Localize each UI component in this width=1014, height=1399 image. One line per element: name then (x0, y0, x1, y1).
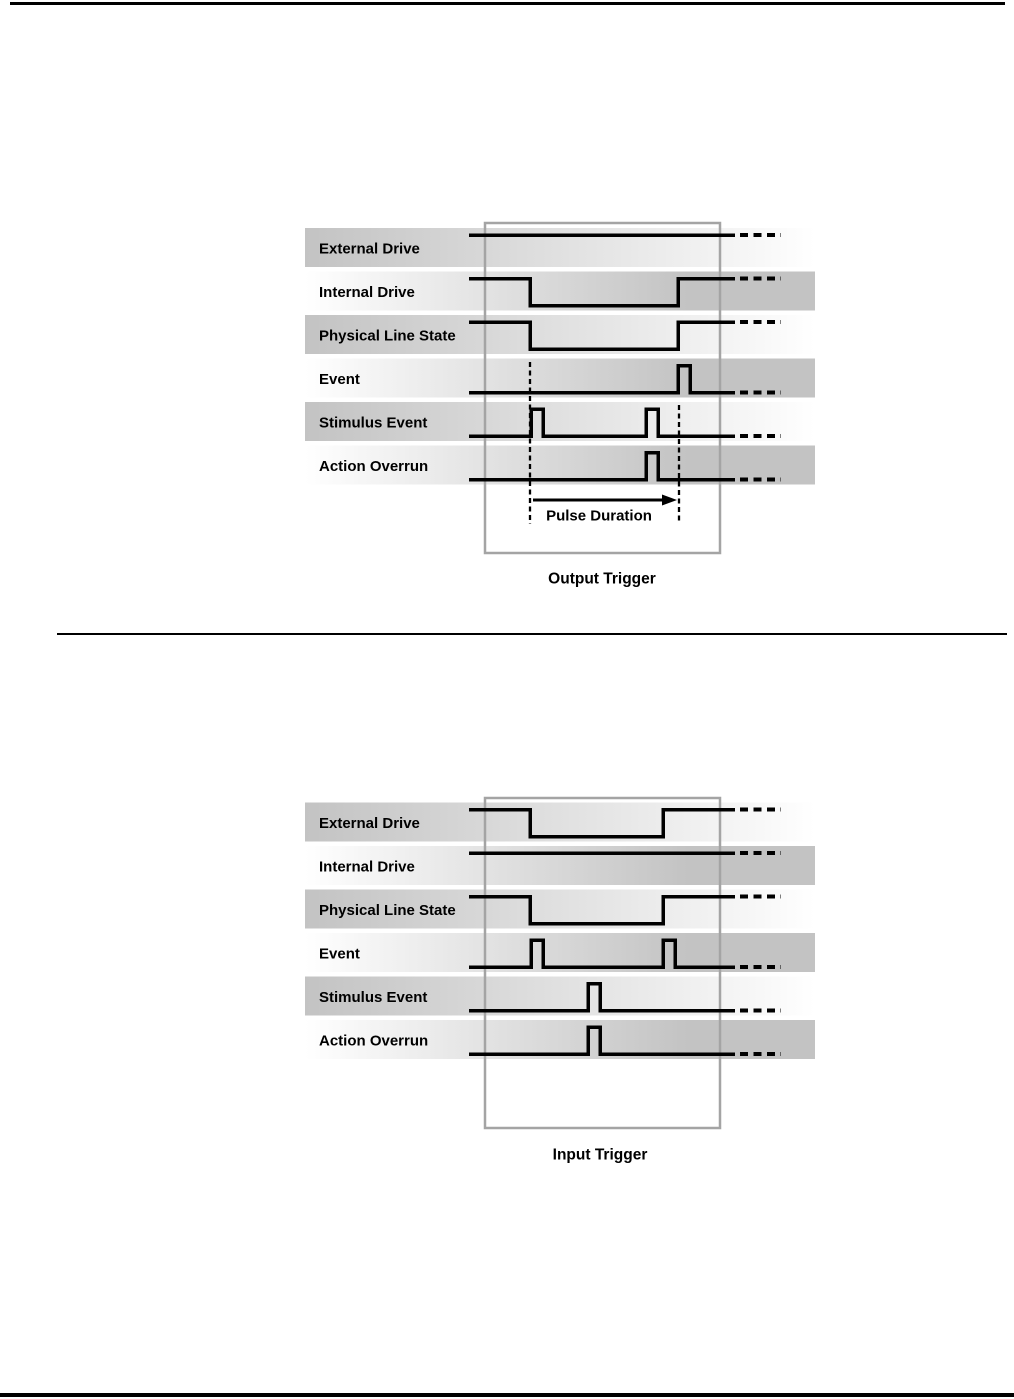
row-label-internal-drive: Internal Drive (319, 284, 415, 301)
waveform-action-overrun (469, 1025, 735, 1056)
footer-rule (0, 1393, 1014, 1397)
waveform-event (469, 363, 735, 395)
waveform-event (469, 938, 735, 969)
row-label-external-drive: External Drive (319, 241, 420, 258)
row-label-internal-drive: Internal Drive (319, 859, 415, 876)
waveform-physical-line-state (469, 320, 735, 351)
trigger-window-box (483, 221, 722, 555)
figure-caption: Output Trigger (548, 571, 656, 588)
pulse-duration-label: Pulse Duration (546, 508, 652, 525)
pulse-duration-arrowhead (662, 494, 677, 506)
waveform-internal-drive (469, 276, 735, 308)
waveform-external-drive (469, 807, 735, 839)
row-label-stimulus-event: Stimulus Event (319, 989, 427, 1006)
row-label-action-overrun: Action Overrun (319, 1033, 428, 1050)
row-label-physical-line-state: Physical Line State (319, 328, 456, 345)
waveform-stimulus-event (469, 981, 735, 1013)
row-label-event: Event (319, 946, 360, 963)
row-label-physical-line-state: Physical Line State (319, 902, 456, 919)
section-divider-rule (57, 633, 1007, 635)
waveform-action-overrun (469, 450, 735, 482)
waveform-physical-line-state (469, 894, 735, 926)
waveform-stimulus-event (469, 407, 735, 438)
row-label-stimulus-event: Stimulus Event (319, 415, 427, 432)
row-label-event: Event (319, 371, 360, 388)
row-label-action-overrun: Action Overrun (319, 458, 428, 475)
figure-caption: Input Trigger (553, 1147, 648, 1164)
trigger-window-box (483, 796, 722, 1130)
row-label-external-drive: External Drive (319, 815, 420, 832)
header-rule (10, 2, 1005, 5)
